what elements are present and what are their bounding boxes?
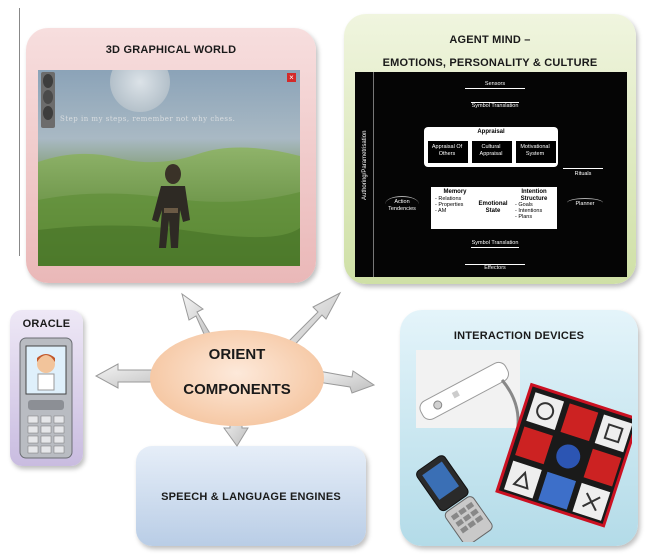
agent-architecture-diagram: Authoring/Parametrisation Sensors Symbol… [355,72,627,277]
planner-label: Planner [567,198,603,208]
orient-label: ORIENT [208,346,266,363]
memory-item-1: - Relations [435,196,462,202]
appraisal-of-others-label: Appraisal Of Others [431,144,463,157]
orient-components-hub [150,330,324,426]
memory-item-2: - Properties [435,202,464,208]
world-caption: Step in my steps, remember not why chess… [60,115,236,123]
agent-title-line2: EMOTIONS, PERSONALITY & CULTURE [382,57,598,69]
motivational-system-label: Motivational System [520,144,550,157]
character-figure [152,164,190,248]
avatar-thumbnails [41,72,55,128]
flip-phone-icon [416,455,493,542]
memory-label: Memory [443,189,467,195]
close-icon[interactable]: × [287,73,296,82]
emotional-state-label: Emotional State [478,201,508,214]
avatar-thumb-1[interactable] [43,74,53,88]
world-title: 3D GRAPHICAL WORLD [105,44,237,56]
moon [110,70,170,112]
intention-structure-label: Intention Structure [520,189,548,202]
speech-language-panel [136,446,366,546]
dance-pad-icon [495,382,632,528]
state-block [431,187,557,229]
authoring-bar [355,72,374,277]
speech-title: SPEECH & LANGUAGE ENGINES [161,491,341,503]
appraisal-of-others-box [427,140,469,164]
action-tendencies-label: Action Tendencies [385,196,419,212]
agent-title-line1: AGENT MIND – [449,34,531,46]
sensors-label: Sensors [465,81,525,89]
wii-remote-icon [416,350,520,439]
appraisal-label: Appraisal [477,129,505,135]
symbol-translation-top: Symbol Translation [471,102,519,109]
motivational-system-box [515,140,557,164]
memory-item-3: - AM [435,208,447,214]
avatar-thumb-3[interactable] [43,106,53,120]
avatar-thumb-2[interactable] [43,90,53,104]
left-rule [19,8,20,256]
cultural-appraisal-box [471,140,513,164]
intention-item-3: - Plans [515,214,533,220]
symbol-translation-bottom: Symbol Translation [471,240,519,248]
intention-item-2: - Intentions [515,208,543,214]
devices-title: INTERACTION DEVICES [453,330,585,342]
effectors-label: Effectors [465,264,525,272]
rituals-label: Rituals [563,168,603,178]
world-screenshot: Step in my steps, remember not why chess… [38,70,300,266]
world-scene [38,70,300,266]
devices-illustration [416,350,632,542]
components-label: COMPONENTS [183,381,291,398]
intention-item-1: - Goals [515,202,533,208]
oracle-title: ORACLE [22,318,71,330]
phone-icon [19,337,73,459]
cultural-appraisal-label: Cultural Appraisal [479,144,503,157]
